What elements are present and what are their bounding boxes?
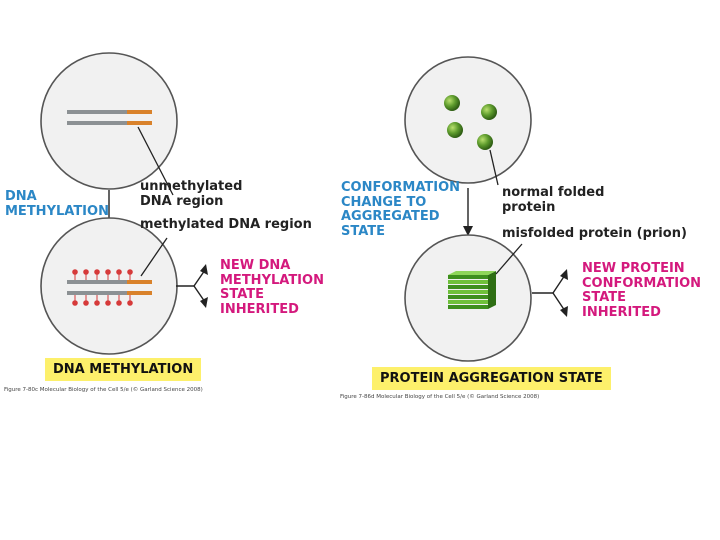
methyl-group-marks-bottom <box>72 295 133 306</box>
conformation-change-side-label: CONFORMATION CHANGE TO AGGREGATED STATE <box>341 180 461 239</box>
pointer-methylated <box>140 237 168 277</box>
dna-methylation-caption: Figure 7-80c Molecular Biology of the Ce… <box>4 387 203 393</box>
protein-aggregation-caption: Figure 7-86d Molecular Biology of the Ce… <box>340 394 540 400</box>
dna-methylation-title: DNA METHYLATION <box>45 358 202 381</box>
fork-arrow-right <box>532 274 566 312</box>
bottom-cell-circle-left <box>40 217 178 355</box>
unmethylated-dna-icon <box>67 110 152 125</box>
aggregated-protein-stack <box>448 271 496 309</box>
arrow-down-right-head <box>463 226 473 236</box>
methylated-dna-icon <box>67 269 152 306</box>
methyl-group-marks-top <box>72 269 133 280</box>
fork-arrow-left <box>176 269 206 303</box>
left-panel <box>40 52 208 355</box>
fork-arrow-left-head-down <box>200 297 208 308</box>
pointer-normal-protein <box>489 149 499 186</box>
dna-methylation-result-label: NEW DNA METHYLATION STATE INHERITED <box>220 258 324 317</box>
right-panel <box>404 56 568 362</box>
normal-folded-protein-label: normal folded protein <box>502 185 605 215</box>
top-cell-circle-right <box>404 56 532 184</box>
fork-arrow-left-head-up <box>200 264 208 275</box>
protein-aggregation-title: PROTEIN AGGREGATION STATE <box>372 367 611 390</box>
misfolded-protein-label: misfolded protein (prion) <box>502 226 687 241</box>
pointer-unmethylated <box>137 126 174 196</box>
protein-conformation-result-label: NEW PROTEIN CONFORMATION STATE INHERITED <box>582 261 702 320</box>
normal-folded-protein-spheres <box>444 95 497 150</box>
fork-arrow-right-head-up <box>560 269 568 280</box>
pointer-misfolded-protein <box>495 243 523 275</box>
dna-methylation-side-label: DNA METHYLATION <box>5 189 109 219</box>
unmethylated-dna-label: unmethylated DNA region <box>140 179 243 209</box>
methylated-dna-label: methylated DNA region <box>140 217 312 232</box>
fork-arrow-right-head-down <box>560 306 568 317</box>
